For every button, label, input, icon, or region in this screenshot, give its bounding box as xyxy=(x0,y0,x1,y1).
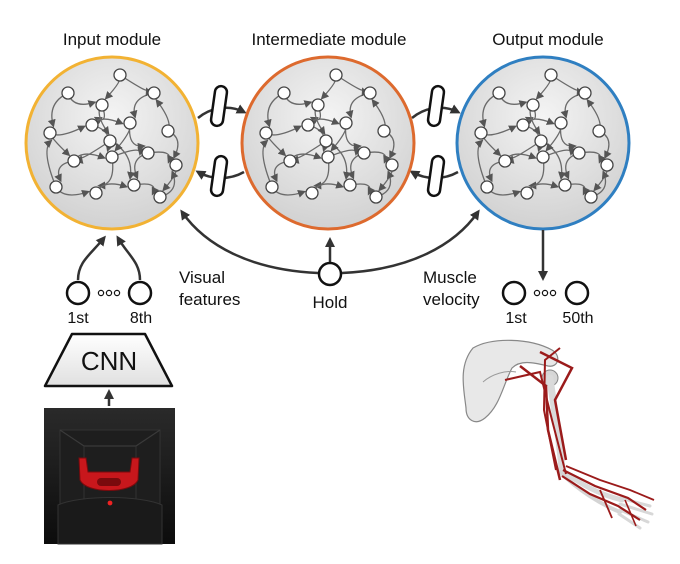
visual-input-screen xyxy=(44,408,175,545)
arm-model-illustration xyxy=(462,339,655,530)
red-object xyxy=(78,457,140,506)
intermediate-to-output-connections xyxy=(409,84,461,198)
hold-label: Hold xyxy=(312,293,348,312)
input-neurons xyxy=(65,235,153,306)
output-module-label: Output module xyxy=(492,30,604,49)
hold-to-output-arc xyxy=(341,209,480,275)
input-first-label: 1st xyxy=(67,310,89,327)
cnn-label: CNN xyxy=(80,346,138,376)
recurrent-network xyxy=(474,68,614,204)
input-module-label: Input module xyxy=(62,30,162,49)
output-first-label: 1st xyxy=(505,310,527,327)
recurrent-network xyxy=(259,68,399,204)
output-neuron-first xyxy=(501,280,527,306)
input-neuron-last xyxy=(127,280,153,306)
output-neurons xyxy=(501,230,590,306)
input-neuron-first xyxy=(65,280,91,306)
visual-features-label-line2: features xyxy=(179,290,241,309)
input-last-label: 8th xyxy=(129,310,153,327)
intermediate-module-circle xyxy=(240,55,416,231)
input-module-circle xyxy=(24,55,200,231)
hold-node xyxy=(317,261,343,287)
muscle-velocity-label-line2: velocity xyxy=(423,290,480,309)
output-neuron-last xyxy=(564,280,590,306)
recurrent-network xyxy=(43,68,183,204)
cnn-block xyxy=(43,332,174,388)
muscle-velocity-label-line1: Muscle xyxy=(423,268,477,287)
input-to-intermediate-connections xyxy=(195,84,247,198)
intermediate-module-label: Intermediate module xyxy=(251,30,407,49)
visual-features-label-line1: Visual xyxy=(179,268,225,287)
hold-to-input-arc xyxy=(180,209,319,275)
output-last-label: 50th xyxy=(562,310,594,327)
output-module-circle xyxy=(455,55,631,231)
